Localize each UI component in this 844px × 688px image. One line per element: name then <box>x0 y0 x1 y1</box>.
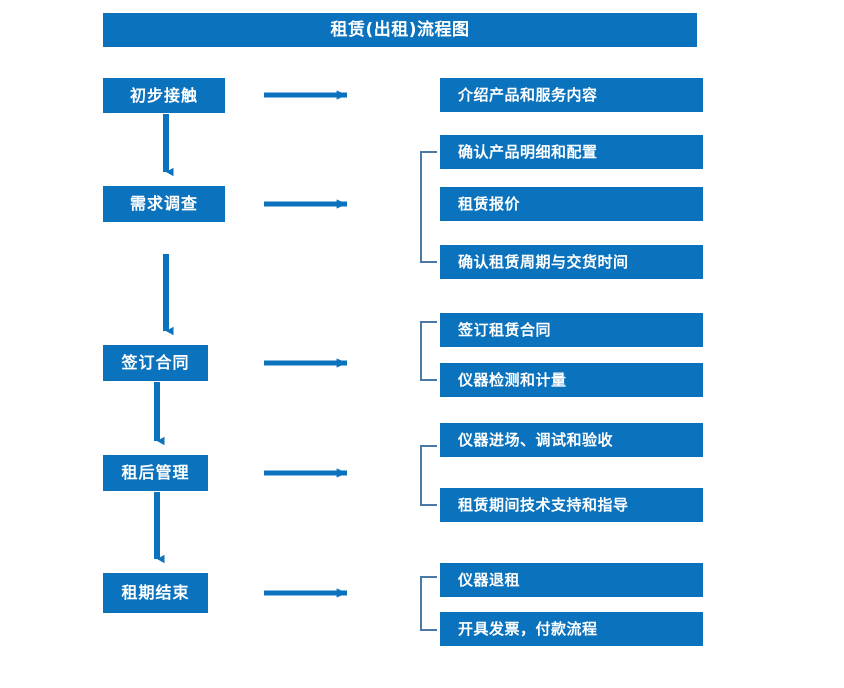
stage-box-lease-end[interactable]: 租期结束 <box>103 573 208 613</box>
detail-label: 签订租赁合同 <box>458 320 552 339</box>
detail-label: 仪器退租 <box>458 570 521 589</box>
detail-label: 租赁期间技术支持和指导 <box>458 495 629 514</box>
detail-label: 介绍产品和服务内容 <box>458 85 598 104</box>
detail-box-instrument-install[interactable]: 仪器进场、调试和验收 <box>440 423 703 457</box>
stage-box-post-rent-management[interactable]: 租后管理 <box>103 455 208 491</box>
detail-label: 仪器检测和计量 <box>458 370 567 389</box>
stage-box-needs-survey[interactable]: 需求调查 <box>103 186 225 222</box>
stage-label: 签订合同 <box>121 353 190 372</box>
detail-box-instrument-return[interactable]: 仪器退租 <box>440 563 703 597</box>
detail-box-confirm-term-delivery[interactable]: 确认租赁周期与交货时间 <box>440 245 703 279</box>
detail-box-tech-support[interactable]: 租赁期间技术支持和指导 <box>440 488 703 522</box>
detail-label: 确认产品明细和配置 <box>458 142 598 161</box>
stage-box-initial-contact[interactable]: 初步接触 <box>103 78 225 113</box>
detail-box-rental-quotation[interactable]: 租赁报价 <box>440 187 703 221</box>
stage-label: 租后管理 <box>121 463 190 482</box>
detail-label: 确认租赁周期与交货时间 <box>458 252 629 271</box>
detail-label: 租赁报价 <box>458 194 521 213</box>
bracket-needs-survey-group <box>420 151 437 263</box>
stage-label: 需求调查 <box>129 194 198 213</box>
detail-box-instrument-test[interactable]: 仪器检测和计量 <box>440 363 703 397</box>
detail-box-sign-lease-contract[interactable]: 签订租赁合同 <box>440 313 703 347</box>
detail-box-introduce-products[interactable]: 介绍产品和服务内容 <box>440 78 703 112</box>
detail-label: 仪器进场、调试和验收 <box>458 430 614 449</box>
detail-label: 开具发票，付款流程 <box>458 619 598 638</box>
bracket-contract-group <box>420 321 437 381</box>
detail-box-confirm-spec-config[interactable]: 确认产品明细和配置 <box>440 135 703 169</box>
chart-title-banner: 租赁(出租)流程图 <box>103 13 697 47</box>
detail-box-invoice-payment[interactable]: 开具发票，付款流程 <box>440 612 703 646</box>
stage-label: 初步接触 <box>129 85 198 105</box>
bracket-post-rent-group <box>420 445 437 506</box>
bracket-lease-end-group <box>420 576 437 631</box>
stage-label: 租期结束 <box>121 583 190 602</box>
stage-box-sign-contract[interactable]: 签订合同 <box>103 345 208 381</box>
page-title: 租赁(出租)流程图 <box>330 19 470 40</box>
